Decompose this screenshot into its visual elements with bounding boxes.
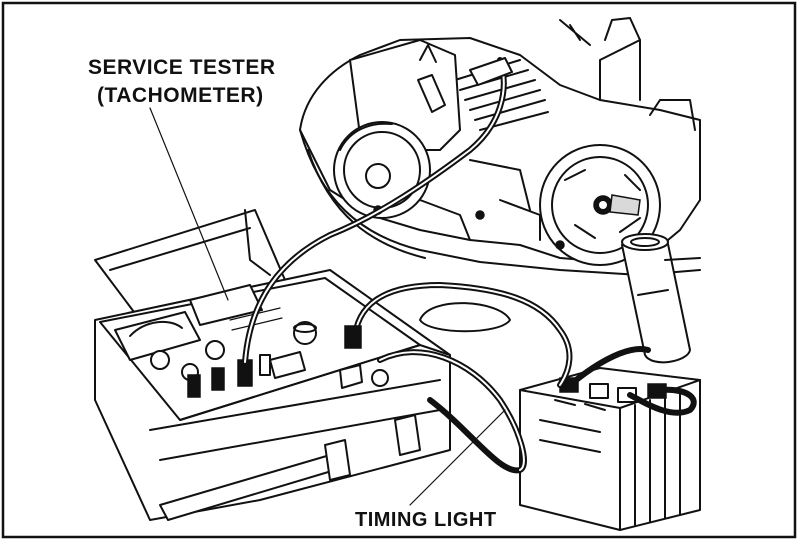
leader-service-tester (149, 107, 229, 301)
cables (149, 57, 697, 506)
left-cover (333, 121, 431, 219)
engine (299, 17, 701, 276)
label-timing-light: TIMING LIGHT (355, 509, 497, 531)
timing-light (621, 233, 701, 364)
label-service-tester: SERVICE TESTER (88, 56, 276, 79)
label-tachometer: (TACHOMETER) (97, 84, 264, 107)
service-tester (94, 209, 451, 521)
leader-timing-light (409, 409, 506, 506)
